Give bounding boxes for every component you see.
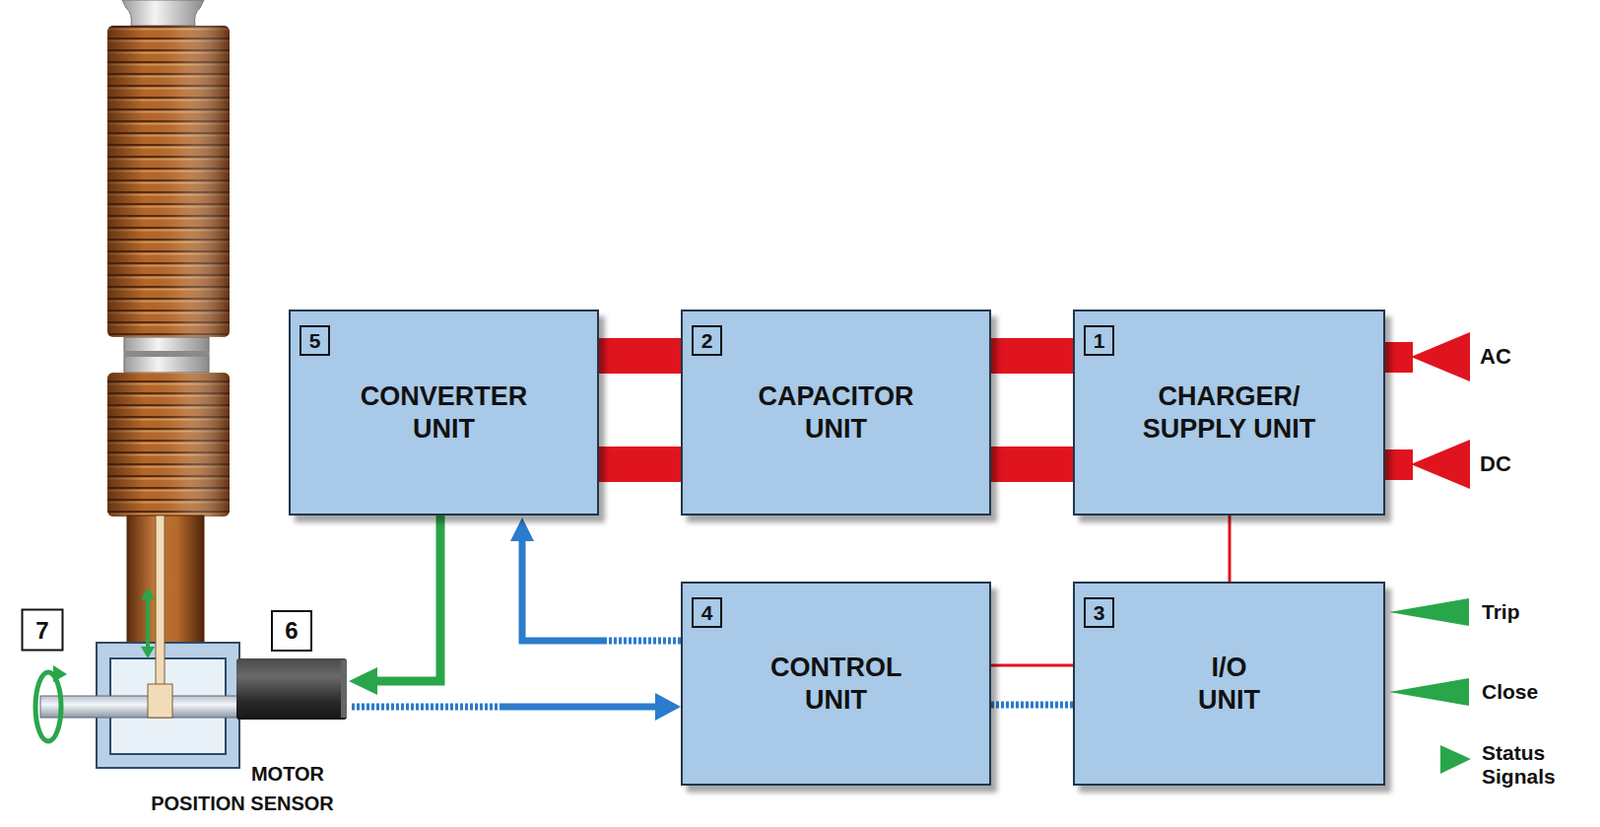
stroke-arrow — [145, 597, 150, 649]
drive-arrowhead — [348, 666, 378, 695]
sensor-wire — [499, 703, 658, 711]
unit-number: 2 — [691, 325, 723, 356]
drive-shaft — [40, 695, 242, 718]
supply-bus — [1385, 341, 1413, 373]
unit-box: 4CONTROL UNIT — [680, 581, 992, 786]
rotation-arrowhead — [53, 665, 67, 682]
signal-arrow — [1440, 744, 1471, 774]
signal-label: Close — [1481, 679, 1538, 704]
unit-box: 1CHARGER/ SUPPLY UNIT — [1072, 309, 1386, 516]
insulator-cap — [122, 0, 204, 26]
crank-block — [147, 683, 173, 718]
part-name: MOTOR — [251, 762, 325, 786]
part-name: POSITION SENSOR — [150, 792, 334, 815]
supply-link — [1228, 515, 1232, 582]
rotation-arrow — [35, 671, 62, 741]
contact-rod — [155, 515, 165, 693]
insulator — [107, 0, 230, 644]
command-link — [522, 538, 681, 641]
drive-wire — [375, 515, 441, 681]
supply-arrow — [1410, 332, 1470, 382]
callout-number: 7 — [21, 608, 65, 652]
power-bus — [991, 337, 1073, 374]
unit-name: I/O UNIT — [1198, 651, 1261, 716]
stroke-arrowhead — [140, 587, 155, 600]
callout-number: 6 — [270, 609, 313, 652]
signal-arrow — [1389, 677, 1469, 706]
motor-end — [340, 660, 347, 718]
insulator-flange — [124, 336, 209, 373]
motor-body — [236, 658, 347, 720]
stroke-arrowhead — [140, 646, 155, 659]
insulator-shading — [107, 372, 230, 517]
insulator-shading — [107, 25, 230, 337]
supply-label: AC — [1479, 343, 1512, 369]
unit-number: 4 — [691, 597, 723, 628]
flange-band — [124, 350, 209, 357]
sensor-arrowhead — [655, 692, 681, 721]
supply-bus — [1385, 449, 1413, 480]
unit-name: CONVERTER UNIT — [360, 380, 529, 445]
mechanism-housing — [35, 515, 242, 768]
unit-name: CAPACITOR UNIT — [757, 380, 914, 445]
fiber-link — [991, 701, 1073, 709]
supply-label: DC — [1479, 451, 1512, 476]
insulator-sheds — [107, 25, 230, 337]
insulator-tube — [127, 515, 204, 644]
sensor-fiber — [351, 703, 500, 711]
unit-name: CONTROL UNIT — [770, 651, 902, 716]
supply-arrow — [1410, 439, 1470, 489]
supply-link — [991, 664, 1073, 667]
unit-number: 1 — [1083, 325, 1115, 356]
motor — [236, 658, 347, 720]
signal-label: Status Signals — [1481, 740, 1556, 789]
unit-number: 3 — [1083, 597, 1115, 628]
power-bus — [599, 337, 681, 374]
power-bus — [991, 446, 1073, 482]
unit-box: 5CONVERTER UNIT — [288, 309, 600, 516]
unit-box: 3I/O UNIT — [1072, 581, 1386, 786]
insulator-sheds — [107, 372, 230, 517]
unit-box: 2CAPACITOR UNIT — [680, 309, 992, 516]
unit-number: 5 — [299, 325, 331, 356]
power-bus — [599, 446, 681, 482]
unit-name: CHARGER/ SUPPLY UNIT — [1131, 380, 1329, 445]
signal-arrow — [1389, 598, 1469, 626]
signal-label: Trip — [1481, 600, 1521, 624]
